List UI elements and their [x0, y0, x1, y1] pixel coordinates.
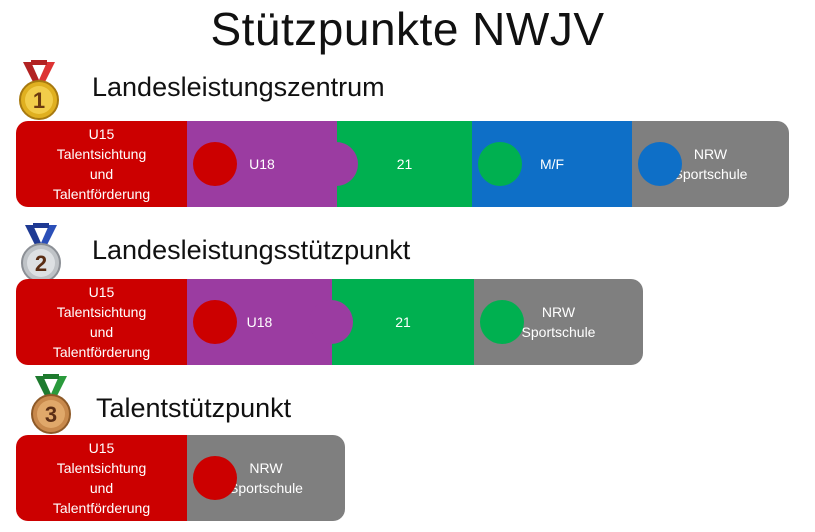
silver-medal-icon: 2: [21, 223, 61, 283]
level-heading: Landesleistungszentrum: [92, 72, 385, 102]
level-heading: Talentstützpunkt: [96, 393, 292, 423]
page-title: Stützpunkte NWJV: [210, 3, 605, 55]
gold-medal-icon: 1: [19, 60, 59, 120]
puzzle-knob: [309, 300, 353, 344]
medal-rank: 3: [45, 402, 57, 427]
puzzle-knob: [193, 142, 237, 186]
level-heading: Landesleistungsstützpunkt: [92, 235, 411, 265]
puzzle-knob: [478, 142, 522, 186]
segment-21: 21: [332, 279, 474, 365]
bronze-medal-icon: 3: [31, 374, 71, 434]
puzzle-knob: [193, 300, 237, 344]
segment-21: 21: [337, 121, 472, 207]
puzzle-knob: [314, 142, 358, 186]
puzzle-knob: [193, 456, 237, 500]
medal-rank: 1: [33, 88, 45, 113]
puzzle-knob: [480, 300, 524, 344]
puzzle-knob: [638, 142, 682, 186]
medal-rank: 2: [35, 251, 47, 276]
